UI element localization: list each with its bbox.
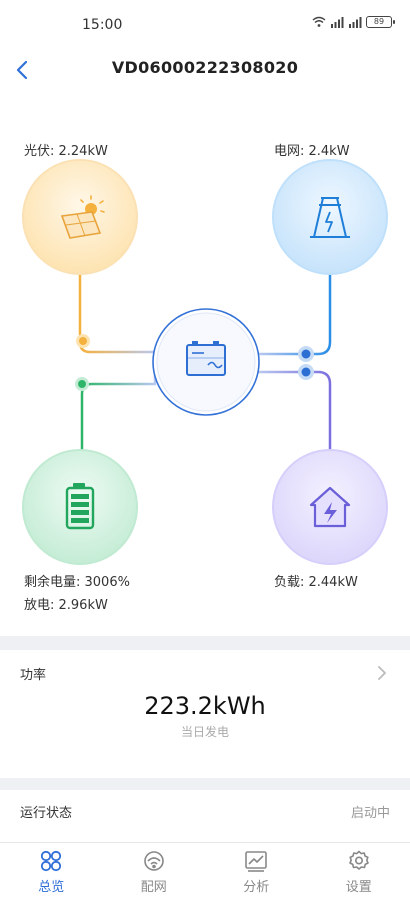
battery-power-label: 放电: 2.96kW	[24, 598, 108, 613]
status-bar: 15:00 89	[0, 0, 410, 50]
battery-status-icon: 89	[366, 16, 395, 28]
status-icons: 89	[312, 16, 395, 28]
section-divider	[0, 636, 410, 650]
load-node[interactable]	[272, 449, 388, 565]
load-label: 负载: 2.44kW	[274, 575, 358, 590]
pv-node[interactable]	[22, 159, 138, 275]
chevron-left-icon	[16, 60, 28, 80]
flow-svg	[22, 159, 388, 565]
section-divider-2	[0, 778, 410, 790]
tab-overview[interactable]: 总览	[0, 843, 103, 900]
pv-line	[78, 272, 155, 354]
battery-soc-label: 剩余电量: 3006%	[24, 575, 130, 590]
battery-line	[80, 370, 157, 452]
inverter-node[interactable]	[152, 308, 260, 416]
overview-icon	[41, 850, 62, 872]
house-lightning-icon	[309, 486, 351, 528]
signal-icon-2	[349, 17, 362, 28]
energy-flow-diagram: 光伏: 2.24kW 电网: 2.4kW 剩余电量: 3006% 放电: 2.9…	[0, 96, 410, 636]
load-line	[258, 370, 332, 452]
back-button[interactable]	[8, 54, 36, 86]
run-status-label: 运行状态	[20, 806, 73, 821]
power-tower-icon	[310, 197, 350, 238]
inverter-icon	[186, 341, 226, 376]
battery-node[interactable]	[22, 449, 138, 565]
wifi-icon	[312, 16, 326, 27]
tab-settings[interactable]: 设置	[308, 843, 410, 900]
tab-label: 配网	[140, 880, 167, 895]
nav-bar: VD06000222308020	[0, 50, 410, 90]
network-config-icon	[143, 851, 164, 871]
tab-label: 总览	[38, 880, 65, 895]
grid-flow-dot	[301, 349, 311, 359]
signal-icon	[331, 17, 344, 28]
power-title: 功率	[20, 668, 47, 683]
pv-label: 光伏: 2.24kW	[24, 144, 108, 159]
power-value: 223.2kWh	[144, 692, 266, 720]
solar-panel-icon	[60, 195, 105, 239]
battery-flow-dot	[78, 380, 86, 388]
analysis-chart-icon	[245, 851, 268, 872]
power-card[interactable]: 功率 223.2kWh 当日发电	[0, 650, 410, 778]
load-flow-dot	[301, 367, 311, 377]
grid-line	[258, 272, 332, 356]
status-time: 15:00	[82, 17, 123, 33]
power-subtitle: 当日发电	[180, 725, 229, 739]
tab-analysis[interactable]: 分析	[205, 843, 308, 900]
battery-icon	[65, 483, 95, 530]
tab-label: 分析	[243, 880, 270, 895]
settings-gear-icon	[348, 850, 369, 870]
page-title: VD06000222308020	[111, 58, 299, 77]
bottom-tab-bar: 总览 配网 分析 设置	[0, 842, 410, 900]
grid-label: 电网: 2.4kW	[274, 144, 350, 159]
chevron-right-icon[interactable]	[374, 662, 390, 684]
tab-label: 设置	[345, 880, 372, 895]
run-status-value: 启动中	[350, 806, 390, 821]
run-status-row[interactable]: 运行状态 启动中	[0, 790, 410, 840]
grid-node[interactable]	[272, 159, 388, 275]
pv-flow-dot	[79, 337, 87, 345]
tab-network-config[interactable]: 配网	[103, 843, 206, 900]
